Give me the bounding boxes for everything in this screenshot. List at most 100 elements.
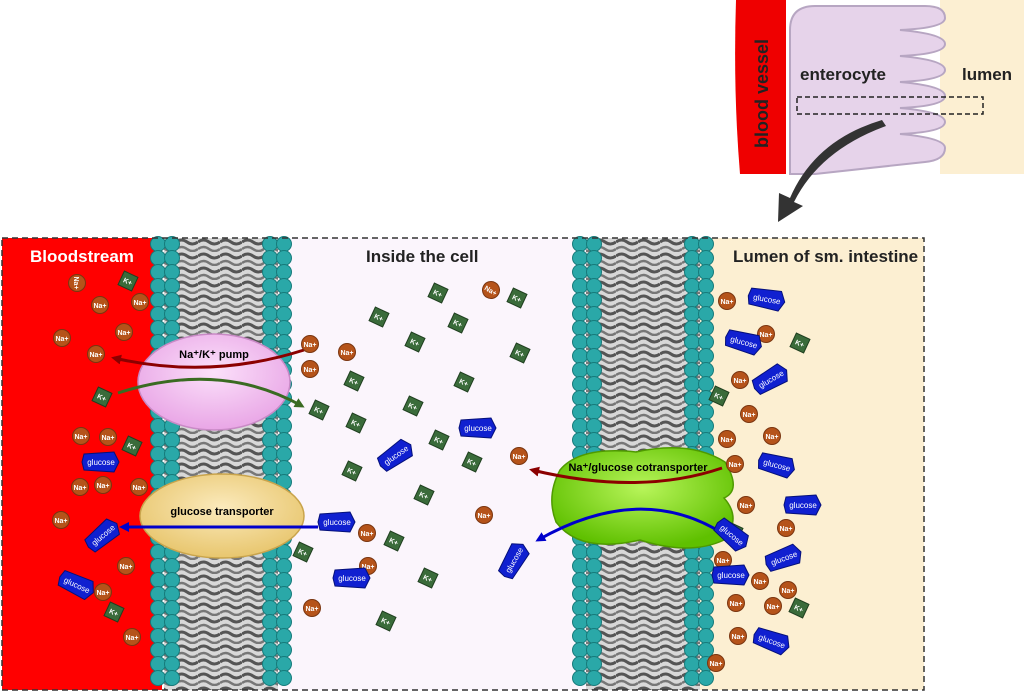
lipid-head — [684, 264, 700, 280]
glucose-molecule: glucose — [752, 627, 790, 656]
lipid-head — [276, 572, 292, 588]
sodium-ion: Na+ — [482, 281, 500, 299]
lipid-head — [572, 656, 588, 672]
sodium-ion: Na+ — [764, 597, 782, 615]
sodium-label: Na+ — [303, 342, 316, 349]
potassium-label: K+ — [432, 289, 443, 299]
sodium-label: Na+ — [132, 485, 145, 492]
lipid-head — [164, 656, 180, 672]
lipid-head — [684, 348, 700, 364]
lipid-head — [684, 600, 700, 616]
lipid-head — [684, 656, 700, 672]
lipid-head — [572, 586, 588, 602]
lipid-head — [164, 586, 180, 602]
lipid-head — [276, 670, 292, 686]
lipid-head — [586, 292, 602, 308]
potassium-ion: K+ — [453, 371, 475, 393]
lipid-head — [262, 614, 278, 630]
glucose-molecule: glucose — [758, 452, 795, 479]
lipid-head — [262, 628, 278, 644]
lipid-head — [150, 558, 166, 574]
na-k-pump: Na⁺/K⁺ pump — [137, 333, 291, 431]
potassium-ion: K+ — [103, 601, 125, 623]
lipid-head — [698, 642, 714, 658]
sodium-label: Na+ — [765, 434, 778, 441]
potassium-label: K+ — [297, 548, 308, 558]
potassium-label: K+ — [126, 442, 137, 452]
lipid-head — [164, 642, 180, 658]
potassium-ion: K+ — [368, 306, 390, 328]
potassium-ion: K+ — [345, 412, 367, 434]
lipid-head — [572, 278, 588, 294]
lipid-head — [164, 306, 180, 322]
lipid-head — [150, 460, 166, 476]
lipid-head — [698, 628, 714, 644]
potassium-ion: K+ — [428, 429, 450, 451]
blood-vessel — [735, 0, 786, 174]
sodium-ion: Na+ — [510, 447, 528, 465]
potassium-ion: K+ — [375, 610, 397, 632]
panel-border — [1, 237, 925, 691]
sodium-ion: Na+ — [130, 478, 148, 496]
potassium-label: K+ — [122, 277, 133, 287]
sodium-label: Na+ — [729, 601, 742, 608]
sodium-ion: Na+ — [131, 293, 149, 311]
lipid-head — [164, 320, 180, 336]
potassium-label: K+ — [348, 377, 359, 387]
lipid-head — [150, 446, 166, 462]
lipid-head — [262, 292, 278, 308]
potassium-label: K+ — [380, 617, 391, 627]
lipid-head — [262, 432, 278, 448]
sodium-ion: Na+ — [87, 345, 105, 363]
lipid-head — [684, 376, 700, 392]
sodium-label: Na+ — [720, 299, 733, 306]
lipid-head — [276, 586, 292, 602]
cotransporter-label: Na⁺/glucose cotransporter — [568, 462, 708, 474]
sodium-ion: Na+ — [729, 627, 747, 645]
potassium-label: K+ — [350, 419, 361, 429]
lipid-head — [164, 250, 180, 266]
lumen-title: Lumen of sm. intestine — [733, 247, 918, 266]
lipid-head — [150, 656, 166, 672]
main-panel: Bloodstream Inside the cell Lumen of sm.… — [1, 236, 925, 691]
potassium-label: K+ — [313, 406, 324, 416]
sodium-ion: Na+ — [123, 628, 141, 646]
na-glucose-cotransporter: Na⁺/glucose cotransporter — [551, 447, 734, 549]
lipid-head — [164, 264, 180, 280]
sodium-label: Na+ — [728, 462, 741, 469]
potassium-label: K+ — [514, 349, 525, 359]
lipid-head — [698, 558, 714, 574]
lipid-head — [684, 250, 700, 266]
lipid-head — [276, 460, 292, 476]
lipid-head — [150, 264, 166, 280]
sodium-ion: Na+ — [475, 506, 493, 524]
lipid-head — [262, 264, 278, 280]
lipid-head — [164, 432, 180, 448]
lipid-head — [698, 572, 714, 588]
lipid-head — [586, 390, 602, 406]
lipid-head — [684, 418, 700, 434]
sodium-label: Na+ — [73, 485, 86, 492]
lipid-head — [684, 614, 700, 630]
lipid-head — [262, 572, 278, 588]
glucose-molecule: glucose — [725, 329, 762, 356]
glucose-molecule: glucose — [458, 417, 497, 439]
lipid-head — [586, 600, 602, 616]
sodium-label: Na+ — [96, 483, 109, 490]
na-cotransport-arrow — [529, 466, 723, 484]
glucose-label: glucose — [464, 424, 492, 433]
lipid-head — [150, 628, 166, 644]
potassium-ion: K+ — [383, 530, 405, 552]
lipid-head — [164, 614, 180, 630]
sodium-ion: Na+ — [731, 371, 749, 389]
lipid-head — [572, 376, 588, 392]
lipid-head — [276, 642, 292, 658]
lipid-head — [150, 614, 166, 630]
lipid-head — [586, 376, 602, 392]
lipid-head — [684, 432, 700, 448]
lipid-head — [586, 432, 602, 448]
sodium-label: Na+ — [753, 579, 766, 586]
lipid-head — [698, 600, 714, 616]
lipid-head — [276, 446, 292, 462]
